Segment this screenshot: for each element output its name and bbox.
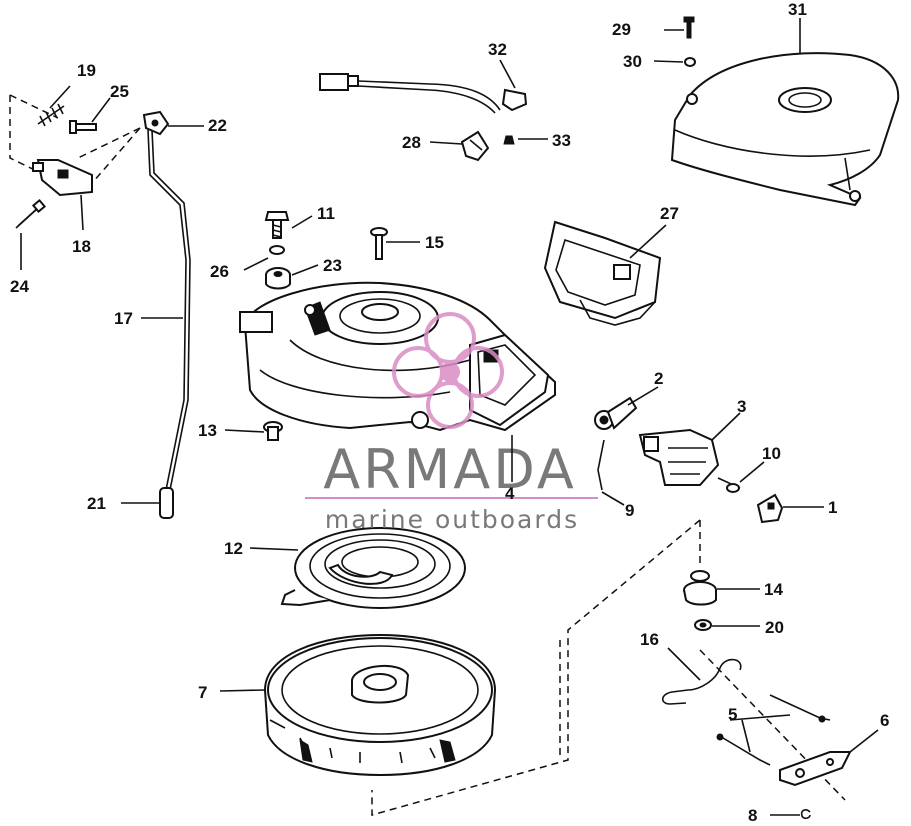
part-3-starter-handle bbox=[638, 428, 720, 486]
part-31-recoil-cover bbox=[670, 52, 900, 207]
callout-20: 20 bbox=[765, 618, 784, 637]
part-6-pawl-plate bbox=[779, 751, 852, 787]
part-28-clip bbox=[460, 130, 490, 162]
part-23-bushing bbox=[265, 267, 291, 290]
watermark-logo bbox=[392, 312, 504, 429]
callout-22: 22 bbox=[208, 116, 227, 135]
callout-2: 2 bbox=[654, 369, 663, 388]
part-19-spring bbox=[37, 103, 65, 127]
callout-19: 19 bbox=[77, 61, 96, 80]
callout-32: 32 bbox=[488, 40, 507, 59]
part-1-lock bbox=[756, 493, 784, 524]
part-17-link-rod bbox=[147, 129, 191, 491]
callout-6: 6 bbox=[880, 711, 889, 730]
part-24-screw bbox=[15, 198, 47, 229]
callout-4: 4 bbox=[505, 484, 515, 503]
callout-26: 26 bbox=[210, 262, 229, 281]
watermark-brand: ARMADA bbox=[323, 438, 577, 501]
callout-17: 17 bbox=[114, 309, 133, 328]
part-10-pin bbox=[717, 477, 741, 493]
part-14-cap bbox=[683, 570, 717, 606]
callout-15: 15 bbox=[425, 233, 444, 252]
callout-10: 10 bbox=[762, 444, 781, 463]
callout-31: 31 bbox=[788, 0, 807, 19]
callout-13: 13 bbox=[198, 421, 217, 440]
part-27-handle-bracket bbox=[543, 220, 662, 326]
part-9-rope bbox=[597, 439, 605, 491]
part-22-connector bbox=[142, 110, 170, 136]
callout-numbers: 1 2 3 4 5 6 7 8 9 10 11 12 13 14 15 16 1… bbox=[10, 0, 889, 825]
callout-11: 11 bbox=[317, 204, 335, 223]
part-12-rewind-spring bbox=[280, 527, 466, 609]
callout-1: 1 bbox=[828, 498, 837, 517]
part-11-screw bbox=[264, 211, 290, 239]
callout-7: 7 bbox=[198, 683, 207, 702]
callout-9: 9 bbox=[625, 501, 634, 520]
part-2-cam bbox=[594, 396, 638, 430]
callout-14: 14 bbox=[764, 580, 783, 599]
part-25-pin bbox=[69, 120, 97, 134]
part-30-washer bbox=[684, 57, 696, 67]
callout-21: 21 bbox=[87, 494, 106, 513]
callout-25: 25 bbox=[110, 82, 129, 101]
callout-18: 18 bbox=[72, 237, 91, 256]
part-5-pawls bbox=[716, 694, 831, 766]
callout-29: 29 bbox=[612, 20, 631, 39]
part-33-nut bbox=[503, 135, 515, 145]
callout-30: 30 bbox=[623, 52, 642, 71]
part-7-pulley bbox=[263, 633, 497, 777]
part-32-wire-harness bbox=[319, 73, 528, 114]
part-8-clip bbox=[800, 809, 811, 820]
callout-23: 23 bbox=[323, 256, 342, 275]
callout-16: 16 bbox=[640, 630, 659, 649]
part-21-rod-end bbox=[159, 487, 174, 519]
part-16-spring bbox=[661, 658, 742, 705]
part-20-nut bbox=[694, 619, 712, 631]
watermark: ARMADA marine outboards bbox=[305, 312, 598, 534]
callout-33: 33 bbox=[552, 131, 571, 150]
callout-27: 27 bbox=[660, 204, 679, 223]
part-29-screw bbox=[683, 16, 695, 39]
callout-12: 12 bbox=[224, 539, 243, 558]
part-18-interlock-switch bbox=[32, 159, 93, 197]
leader-lines bbox=[20, 18, 879, 816]
part-15-screw bbox=[370, 227, 388, 260]
watermark-tagline: marine outboards bbox=[325, 505, 579, 534]
callout-8: 8 bbox=[748, 806, 757, 825]
callout-3: 3 bbox=[737, 397, 746, 416]
part-13-rivet bbox=[263, 421, 283, 441]
callout-24: 24 bbox=[10, 277, 29, 296]
callout-28: 28 bbox=[402, 133, 421, 152]
callout-5: 5 bbox=[728, 705, 737, 724]
part-26-washer bbox=[269, 245, 285, 255]
